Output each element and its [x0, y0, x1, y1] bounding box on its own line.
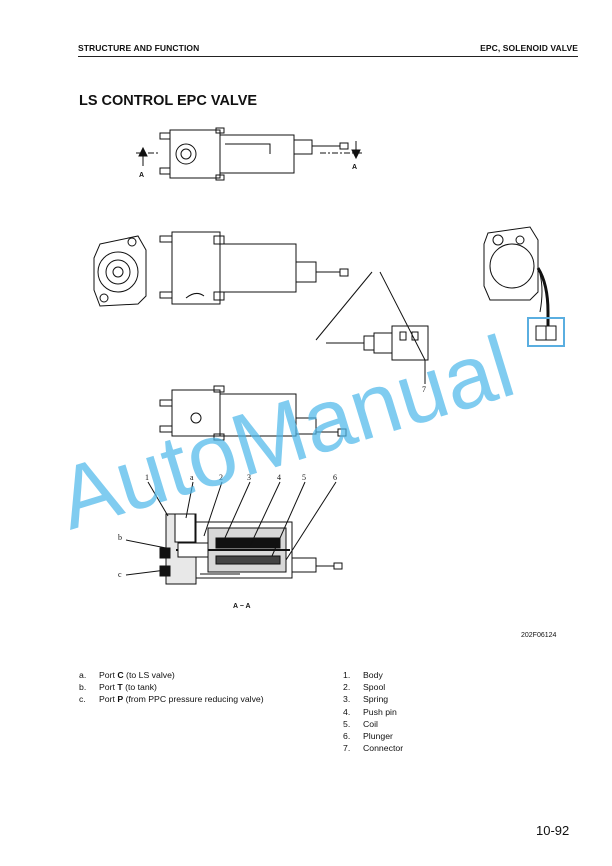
- callout-3: 3: [247, 473, 251, 482]
- parts-legend-item: 1. Body: [343, 669, 403, 681]
- port-letter: C: [117, 670, 124, 680]
- top-view: [136, 127, 364, 181]
- legend-key: c.: [79, 694, 86, 705]
- parts-legend-item: 3. Spring: [343, 693, 403, 705]
- port-legend: a. Port C (to LS valve) b. Port T (to ta…: [79, 669, 264, 706]
- legend-text: Spring: [363, 694, 389, 705]
- page-number: 10-92: [536, 823, 570, 838]
- parts-legend: 1. Body 2. Spool 3. Spring 4. Push pin 5. Coi…: [343, 669, 403, 754]
- legend-key: 2.: [343, 682, 351, 693]
- section-view: [125, 360, 426, 585]
- legend-key: 4.: [343, 706, 351, 717]
- lower-view: [159, 385, 347, 441]
- legend-text: Push pin: [363, 706, 397, 717]
- parts-legend-item: 4. Push pin: [343, 706, 403, 718]
- legend-key: a.: [79, 670, 87, 680]
- callout-7: 7: [422, 385, 426, 394]
- legend-key: b.: [79, 682, 87, 693]
- parts-legend-item: 7. Connector: [343, 742, 403, 754]
- parts-legend-item: 5. Coil: [343, 718, 403, 730]
- section-mark-left: A: [139, 172, 144, 179]
- legend-text: Plunger: [363, 731, 393, 742]
- legend-text: Spool: [363, 682, 386, 693]
- legend-text: Port: [99, 694, 118, 705]
- legend-key: 3.: [343, 694, 351, 705]
- header-topic: EPC, SOLENOID VALVE: [480, 43, 578, 53]
- port-legend-item: b. Port T (to tank): [79, 681, 264, 693]
- legend-key: 6.: [343, 731, 351, 742]
- front-view: [93, 231, 429, 361]
- callout-a: a: [190, 473, 194, 482]
- legend-text: Coil: [363, 718, 378, 729]
- port-legend-item: c. Port P (from PPC pressure reducing va…: [79, 693, 264, 705]
- legend-text: (to LS valve): [123, 670, 175, 680]
- callout-6: 6: [333, 473, 337, 482]
- port-legend-item: a. Port C (to LS valve): [79, 669, 264, 681]
- figure-code: 202F06124: [521, 632, 557, 639]
- legend-text: Body: [363, 670, 383, 680]
- section-mark-right: A: [352, 164, 357, 171]
- page-title: LS CONTROL EPC VALVE: [79, 93, 258, 109]
- legend-key: 7.: [343, 743, 351, 754]
- callout-c: c: [118, 570, 122, 579]
- port-letter: P: [117, 694, 124, 705]
- legend-key: 1.: [343, 670, 351, 680]
- callout-4: 4: [277, 473, 281, 482]
- callout-b: b: [118, 533, 122, 542]
- legend-text: Connector: [363, 743, 404, 754]
- legend-text: (from PPC pressure reducing valve): [123, 694, 264, 705]
- legend-text: Port: [99, 682, 118, 693]
- port-letter: T: [117, 682, 123, 693]
- legend-text: (to tank): [122, 682, 157, 693]
- callout-5: 5: [302, 473, 306, 482]
- parts-legend-item: 2. Spool: [343, 681, 403, 693]
- callout-2: 2: [219, 473, 223, 482]
- legend-text: Port: [99, 670, 118, 680]
- section-caption: A − A: [233, 603, 251, 610]
- callout-1: 1: [145, 473, 149, 482]
- legend-key: 5.: [343, 718, 351, 729]
- parts-legend-item: 6. Plunger: [343, 730, 403, 742]
- side-view: [483, 226, 565, 347]
- header-section: STRUCTURE AND FUNCTION: [78, 43, 200, 53]
- page-header: STRUCTURE AND FUNCTION EPC, SOLENOID VAL…: [78, 42, 578, 57]
